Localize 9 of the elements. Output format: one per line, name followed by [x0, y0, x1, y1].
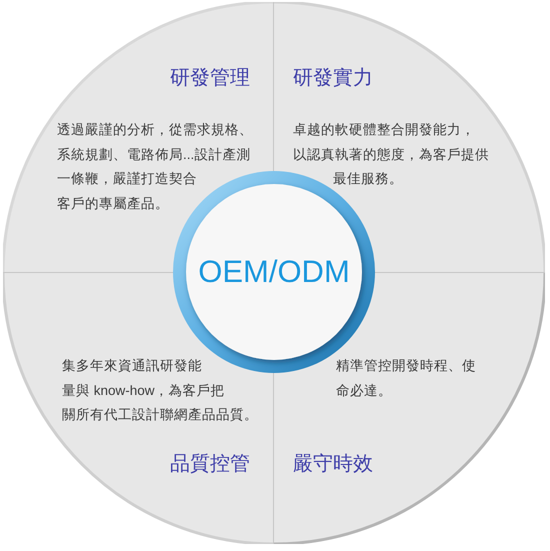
panel-heading: 研發管理 [170, 65, 250, 89]
panel-heading: 研發實力 [293, 65, 373, 89]
panel-text: 卓越的軟硬體整合開發能力，以認真執著的態度，為客戶提供最佳服務。 [293, 121, 489, 188]
panel-text: 集多年來資通訊研發能量與 know-how，為客戶把關所有代工設計聯網產品品質。 [62, 357, 258, 424]
panel-text: 精準管控開發時程、使命必達。 [336, 357, 476, 400]
center-label: OEM/ODM [198, 255, 350, 289]
panel-heading: 嚴守時效 [293, 451, 373, 475]
panel-text: 透過嚴謹的分析，從需求規格、系統規劃、電路佈局...設計產測一條鞭，嚴謹打造契合客戶的專屬產品。 [57, 121, 253, 212]
panel-heading: 品質控管 [170, 451, 250, 475]
